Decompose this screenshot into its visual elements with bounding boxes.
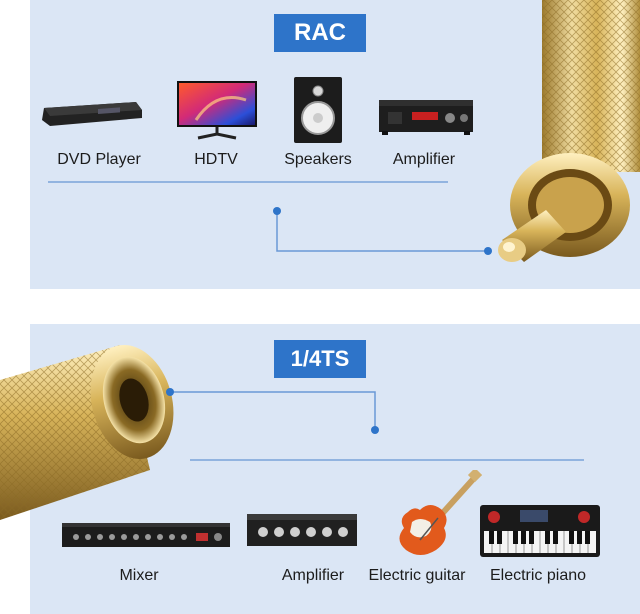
- device-label: Speakers: [284, 151, 352, 168]
- mixer-icon: [62, 523, 230, 547]
- device-label: Electric guitar: [368, 567, 466, 584]
- ts-plug: [0, 345, 174, 520]
- keyboard-icon: [480, 505, 600, 557]
- dvd-player-icon: [42, 102, 142, 126]
- rca-tag: RAC: [274, 14, 366, 52]
- rca-plug: [498, 0, 640, 262]
- tv-icon: [177, 81, 257, 140]
- device-label: DVD Player: [57, 151, 141, 168]
- connector-dot: [484, 247, 492, 255]
- speaker-icon: [294, 77, 342, 143]
- connector-dot: [273, 207, 281, 215]
- connector-line: [170, 391, 376, 430]
- device-label: HDTV: [194, 151, 238, 168]
- device-label: Mixer: [119, 567, 159, 584]
- amplifier-icon: [247, 514, 357, 546]
- connector-line: [276, 211, 488, 252]
- connector-dot: [371, 426, 379, 434]
- device-label: Electric piano: [489, 567, 587, 584]
- amplifier-icon: [379, 100, 473, 135]
- guitar-icon: [399, 470, 482, 555]
- ts-tag: 1/4TS: [274, 340, 366, 378]
- device-label: Amplifier: [392, 151, 456, 168]
- device-label: Amplifier: [281, 567, 345, 584]
